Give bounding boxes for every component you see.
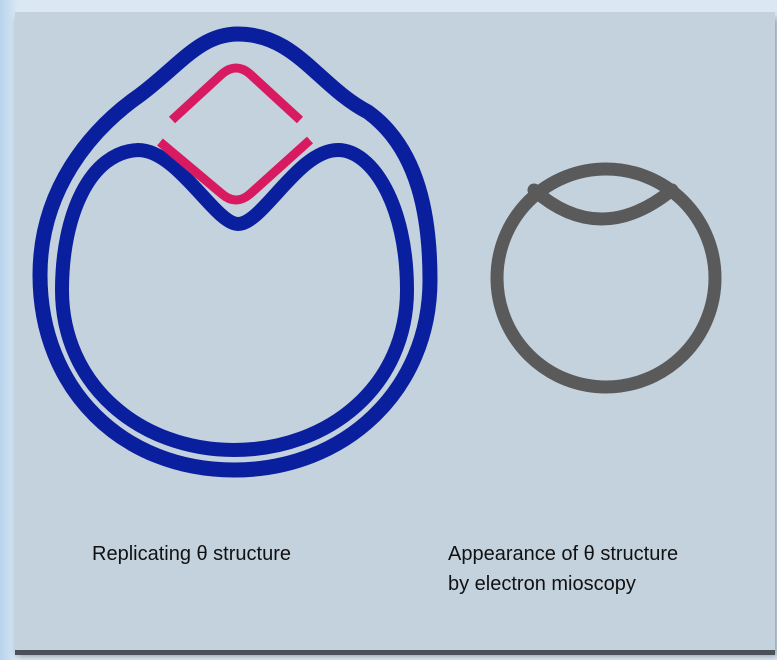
caption-electron-microscopy: Appearance of θ structure by electron mi… <box>448 539 678 599</box>
micrograph-replication-bubble <box>534 190 672 219</box>
micrograph-theta-structure <box>497 169 715 387</box>
outer-parental-strand <box>40 34 430 470</box>
new-strand-upper <box>172 68 300 120</box>
inner-parental-strand <box>62 150 407 450</box>
caption-replicating-theta: Replicating θ structure <box>92 539 291 569</box>
replicating-theta-structure <box>40 34 430 470</box>
caption-right-line-2: by electron mioscopy <box>448 569 678 599</box>
micrograph-outer-circle <box>497 169 715 387</box>
caption-right-line-1: Appearance of θ structure <box>448 539 678 569</box>
